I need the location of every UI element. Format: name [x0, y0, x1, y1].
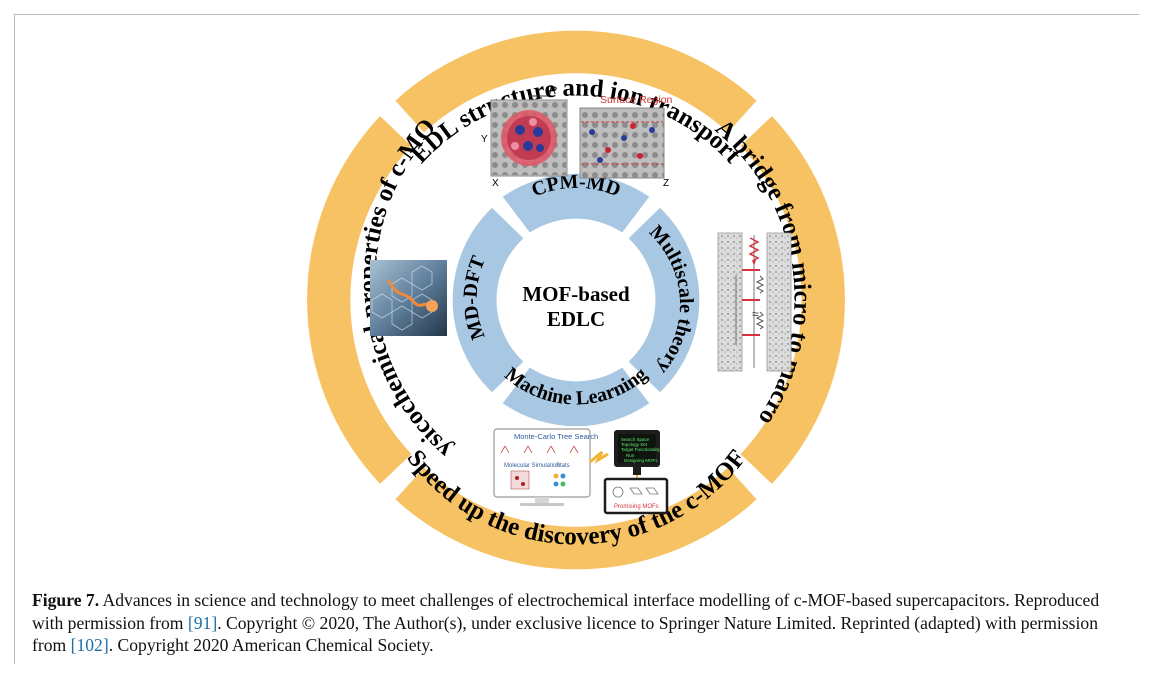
outer-ring: [307, 30, 845, 570]
caption-text-2: . Copyright © 2020, The Author(s), under…: [32, 612, 1098, 656]
monitor-line-4: Run: [626, 453, 635, 458]
inner-segment-left: [452, 207, 524, 393]
md-dft-image-panel: [370, 260, 447, 336]
center-label-line2: EDLC: [547, 307, 605, 331]
inner-segment-top: [502, 173, 650, 233]
circuit-break-mark: ≈: [752, 307, 759, 321]
caption-text-1: Advances in science and technology to me…: [32, 590, 1100, 633]
caption-text-3: . Copyright 2020 American Chemical Socie…: [108, 635, 434, 655]
inner-ring: [452, 173, 700, 427]
figure-frame-top: [14, 14, 1139, 15]
inner-segment-right: [628, 207, 700, 393]
center-label-line1: MOF-based: [522, 282, 630, 306]
machine-learning-panel: Monte-Carlo Tree Search Molecular Simula…: [493, 428, 669, 515]
pore-cross-section-panel: R Y X: [481, 85, 568, 189]
outer-segment-bottom: [395, 467, 757, 570]
outer-label-left: Physicochemical properties of c-MOF: [0, 0, 457, 463]
monitor-line-1: Search Space: [621, 437, 650, 442]
caption-ref-102[interactable]: [102]: [70, 635, 109, 655]
monitor-line-5: Designing MOFs: [624, 458, 658, 463]
outer-segment-top: [395, 30, 757, 133]
promising-mofs-label: Promising MOFs: [614, 504, 659, 510]
molecular-simulation-label: Molecular Simulation: [504, 463, 560, 469]
surface-region-panel: Surface Region Z: [579, 94, 673, 189]
figure-diagram: EDL structure and ion transport A bridge…: [0, 0, 845, 570]
mcts-title: Monte-Carlo Tree Search: [514, 432, 598, 441]
outer-segment-right: [740, 116, 845, 484]
monitor-line-3: Target Functionality: [621, 447, 661, 452]
figure-caption: Figure 7. Advances in science and techno…: [32, 589, 1132, 657]
surface-region-label: Surface Region: [600, 94, 673, 106]
axis-r-label: R: [549, 85, 557, 97]
multiscale-circuit-panel: ≈: [717, 232, 792, 372]
monitor-line-2: Topology Set: [621, 442, 648, 447]
outer-segment-left: [307, 116, 412, 484]
figure-frame-left: [14, 14, 15, 664]
axis-x-label: X: [492, 178, 499, 189]
axis-y-label: Y: [481, 134, 488, 145]
caption-label: Figure 7.: [32, 590, 100, 610]
stats-label: Stats: [556, 463, 570, 469]
inner-segment-bottom: [502, 367, 650, 427]
caption-ref-91[interactable]: [91]: [187, 612, 218, 633]
axis-z-label: Z: [663, 178, 669, 189]
